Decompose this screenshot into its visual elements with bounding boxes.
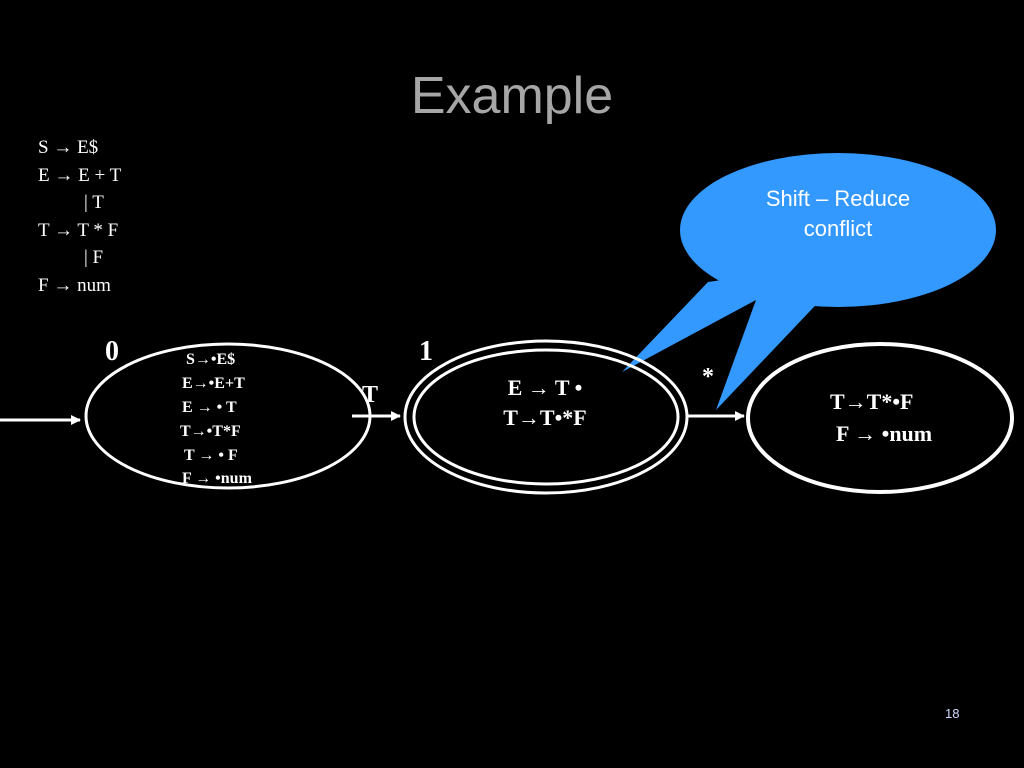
grammar-rule: S → E$ [38, 137, 99, 158]
callout-body [680, 153, 996, 307]
slide-title: Example [410, 67, 614, 125]
state-2-circle [746, 342, 1014, 494]
state-2: T→T*•F F → •num [746, 342, 1014, 494]
state-0-label: 0 [105, 336, 119, 367]
state-0-item: S→•E$ [186, 351, 235, 368]
state-1: 1 E → T • T→T•*F [403, 336, 689, 495]
state-1-item: T→T•*F [503, 405, 587, 430]
state-0-item: E → • T [182, 399, 237, 416]
callout-bubble: Shift – Reduce conflict [622, 153, 996, 410]
callout-line-1: Shift – Reduce [766, 186, 910, 211]
callout-tail [622, 270, 830, 410]
grammar-rule: | F [84, 247, 104, 268]
state-0: 0 S→•E$ E→•E+T E → • T T→•T*F T → • F F … [84, 336, 372, 490]
state-0-item: E→•E+T [182, 375, 245, 392]
page-number: 18 [945, 706, 960, 721]
state-0-item: T→•T*F [180, 423, 241, 440]
state-2-item: T→T*•F [830, 389, 914, 414]
state-0-item: T → • F [184, 447, 238, 464]
grammar-rule: T → T * F [38, 219, 119, 241]
state-1-inner-circle [412, 348, 680, 486]
grammar-rule: E → E + T [38, 164, 122, 186]
transition-label-0-1: T [362, 382, 378, 408]
grammar-rules: S → E$ E → E + T | T T → T * F | F F → n… [38, 134, 121, 299]
grammar-rule: | T [84, 192, 104, 213]
grammar-rule: F → num [38, 274, 111, 296]
callout-line-2: conflict [804, 216, 872, 241]
state-2-item: F → •num [836, 421, 932, 446]
state-1-outer-circle [403, 339, 689, 495]
state-1-label: 1 [419, 336, 433, 367]
transition-label-1-2: * [702, 364, 714, 390]
state-1-item: E → T • [508, 375, 583, 400]
state-0-item: F → •num [182, 470, 253, 487]
